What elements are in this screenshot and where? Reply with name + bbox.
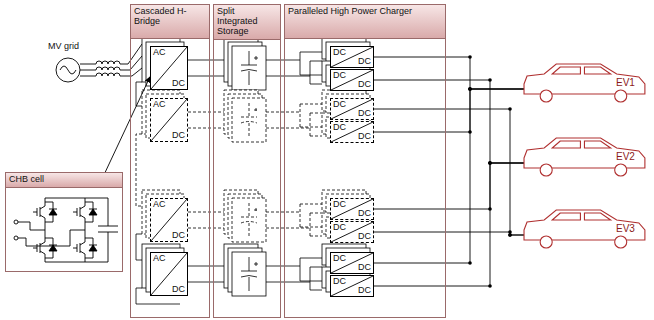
port-label: AC — [153, 254, 166, 263]
vehicle-label: EV2 — [616, 152, 635, 162]
port-label: DC — [358, 209, 371, 218]
port-label: DC — [333, 71, 346, 80]
junction-dot — [468, 87, 472, 91]
port-label: DC — [333, 277, 346, 286]
panel-heading: Split Integrated Storage — [214, 5, 280, 40]
vehicle-shape: EV1 — [522, 60, 647, 104]
converter-box: DC DC — [330, 69, 374, 91]
converter-box: DC DC — [330, 252, 374, 274]
connector — [374, 89, 524, 132]
vehicle-shape: EV2 — [522, 134, 647, 178]
connector — [374, 232, 524, 235]
port-label: DC — [358, 80, 371, 89]
converter-box: DC DC — [330, 98, 374, 120]
junction-dot — [488, 161, 492, 165]
connector — [374, 163, 524, 286]
port-label: DC — [172, 131, 185, 140]
converter-box: AC DC — [150, 252, 188, 296]
connector — [374, 57, 524, 89]
port-label: DC — [172, 231, 185, 240]
connector — [374, 89, 524, 263]
port-label: DC — [358, 132, 371, 141]
converter-box: DC DC — [330, 221, 374, 243]
junction-dot — [468, 261, 472, 265]
port-label: DC — [333, 123, 346, 132]
vehicle-label: EV1 — [616, 78, 635, 88]
port-label: DC — [333, 200, 346, 209]
converter-box: AC DC — [150, 98, 188, 142]
panel-heading: Cascaded H-Bridge — [131, 5, 209, 39]
junction-dot — [468, 87, 472, 91]
port-label: DC — [333, 100, 346, 109]
port-label: DC — [333, 254, 346, 263]
port-label: DC — [358, 286, 371, 295]
port-label: DC — [172, 285, 185, 294]
port-label: DC — [358, 232, 371, 241]
panel-heading: CHB cell — [6, 173, 122, 188]
source-label: MV grid — [48, 42, 79, 52]
cell-panel: CHB cell — [5, 172, 123, 272]
converter-box: DC DC — [330, 46, 374, 68]
port-label: DC — [358, 263, 371, 272]
port-label: DC — [333, 223, 346, 232]
converter-box: DC DC — [330, 198, 374, 220]
column-panel: AC DC AC DC AC DC AC DC Cascaded H-Bridge — [130, 4, 210, 318]
junction-dot — [508, 233, 512, 237]
port-label: AC — [153, 100, 166, 109]
connector — [105, 77, 150, 172]
connector — [374, 163, 524, 209]
port-label: DC — [358, 57, 371, 66]
port-label: DC — [333, 48, 346, 57]
column-panel: DC DC DC DC DC DC DC DC DC DC DC DC DC DC DC DC Parallel… — [284, 4, 446, 318]
junction-dot — [488, 284, 492, 288]
junction-dot — [468, 55, 472, 59]
column-panel: Split Integrated Storage — [213, 4, 281, 318]
junction-dot — [508, 107, 512, 111]
junction-dot — [488, 161, 492, 165]
vehicle-shape: EV3 — [522, 206, 647, 250]
junction-dot — [488, 78, 492, 82]
junction-dot — [488, 207, 492, 211]
converter-box: DC DC — [330, 275, 374, 297]
junction-dot — [488, 161, 492, 165]
converter-box: AC DC — [150, 46, 188, 90]
connector — [374, 109, 524, 235]
junction-dot — [508, 233, 512, 237]
port-label: DC — [172, 79, 185, 88]
port-label: DC — [358, 109, 371, 118]
junction-dot — [468, 87, 472, 91]
port-label: AC — [153, 48, 166, 57]
connector — [374, 80, 524, 163]
h-bridge-schematic — [14, 198, 118, 262]
port-label: AC — [153, 200, 166, 209]
panel-heading: Paralleled High Power Charger — [285, 5, 445, 39]
converter-box: AC DC — [150, 198, 188, 242]
vehicle-label: EV3 — [616, 224, 635, 234]
converter-box: DC DC — [330, 121, 374, 143]
junction-dot — [468, 130, 472, 134]
